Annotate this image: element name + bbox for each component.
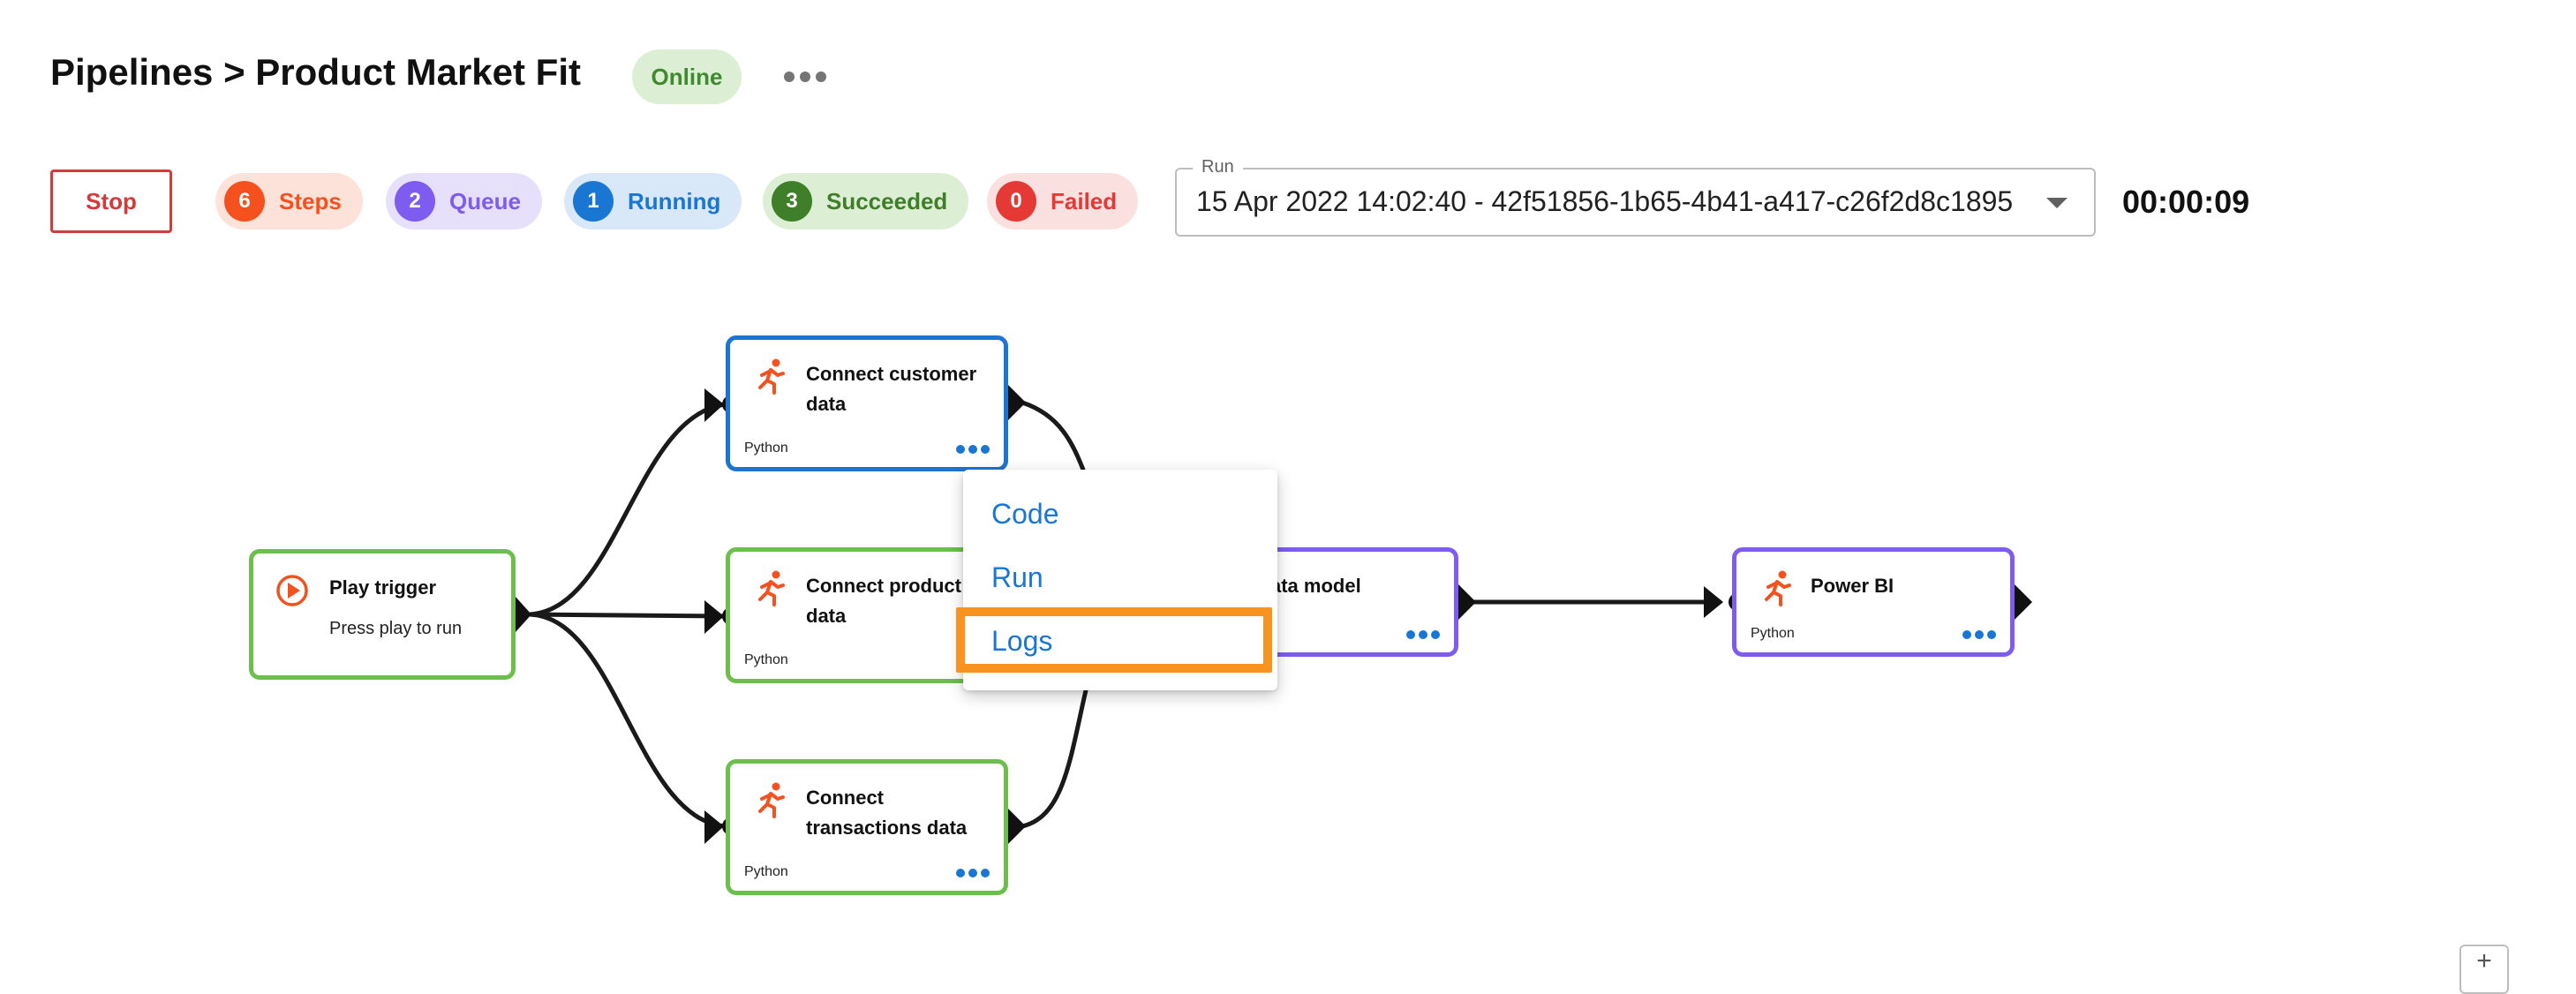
failed-chip: 0 Failed xyxy=(987,173,1139,230)
succeeded-chip: 3 Succeeded xyxy=(763,173,969,230)
failed-count: 0 xyxy=(996,181,1036,222)
play-icon[interactable] xyxy=(275,573,310,608)
runner-icon xyxy=(758,782,785,818)
node-play-trigger[interactable]: Play trigger Press play to run xyxy=(249,549,516,680)
node-title-line: data xyxy=(806,393,847,415)
highlight-box xyxy=(956,607,1272,673)
handle-trigger-out xyxy=(516,597,531,632)
handle-product-in xyxy=(704,600,724,634)
node-title-line: Connect customer xyxy=(806,363,977,385)
handle-powerbi-in xyxy=(1704,586,1723,618)
edge-transactions-to-model xyxy=(1020,688,1088,829)
node-power-bi[interactable]: Power BI Python xyxy=(1732,547,2015,657)
node-connect-customer[interactable]: Connect customer data Python xyxy=(726,335,1008,471)
zoom-in-button[interactable]: + xyxy=(2459,945,2509,994)
succeeded-label: Succeeded xyxy=(826,187,948,215)
node-title-line: Connect product xyxy=(806,575,961,597)
node-subtitle: Press play to run xyxy=(329,619,463,638)
more-options-icon[interactable] xyxy=(784,64,826,90)
queue-label: Queue xyxy=(449,187,521,215)
node-context-menu: Code Run Logs xyxy=(956,470,1277,690)
node-title: Connect transactions data xyxy=(806,783,967,843)
pipeline-connectors xyxy=(516,385,2032,844)
run-select-value: 15 Apr 2022 14:02:40 - 42f51856-1b65-4b4… xyxy=(1196,185,2014,217)
node-title: Power BI xyxy=(1811,575,1894,597)
dropdown-arrow-icon xyxy=(2046,198,2068,208)
runner-icon xyxy=(758,570,785,606)
queue-count: 2 xyxy=(395,181,435,222)
node-title: Connect product data xyxy=(806,571,961,631)
steps-count: 6 xyxy=(224,181,265,222)
node-menu-icon[interactable] xyxy=(1962,629,1996,640)
steps-label: Steps xyxy=(279,187,342,215)
node-language: Python xyxy=(1751,626,1795,641)
runner-icon xyxy=(758,358,785,395)
handle-transactions-out xyxy=(1008,809,1026,844)
page-title: Pipelines > Product Market Fit xyxy=(50,51,581,93)
running-label: Running xyxy=(628,187,721,215)
stop-button[interactable]: Stop xyxy=(50,169,172,233)
run-select-label: Run xyxy=(1193,157,1243,177)
node-menu-icon[interactable] xyxy=(956,868,990,878)
node-menu-icon[interactable] xyxy=(956,444,990,455)
node-title-line: data xyxy=(806,605,847,627)
node-title: ata model xyxy=(1270,575,1361,597)
node-title-line: transactions data xyxy=(806,817,968,839)
node-title: Connect customer data xyxy=(806,359,976,419)
menu-item-logs[interactable]: Logs xyxy=(991,625,1053,657)
run-timer: 00:00:09 xyxy=(2122,184,2250,220)
run-select[interactable]: Run 15 Apr 2022 14:02:40 - 42f51856-1b65… xyxy=(1175,157,2096,237)
node-title: Play trigger xyxy=(329,576,437,599)
edge-customer-to-model xyxy=(1020,400,1088,479)
handle-powerbi-out xyxy=(2015,584,2032,620)
node-connect-transactions[interactable]: Connect transactions data Python xyxy=(726,759,1008,895)
succeeded-count: 3 xyxy=(772,181,812,222)
status-badge: Online xyxy=(632,49,742,104)
node-menu-icon[interactable] xyxy=(1406,629,1440,640)
edge-trigger-to-customer xyxy=(527,402,728,617)
steps-chip: 6 Steps xyxy=(215,173,363,230)
handle-customer-in xyxy=(704,388,724,422)
handle-customer-out xyxy=(1008,385,1026,420)
edge-trigger-to-transactions xyxy=(527,612,728,829)
failed-label: Failed xyxy=(1051,187,1118,215)
edge-trigger-to-product xyxy=(527,612,728,619)
menu-item-code[interactable]: Code xyxy=(991,498,1059,530)
handle-model-out xyxy=(1458,584,1476,620)
running-count: 1 xyxy=(573,181,614,222)
queue-chip: 2 Queue xyxy=(386,173,542,230)
handle-transactions-in xyxy=(704,810,724,844)
runner-icon xyxy=(1765,570,1791,606)
node-title-line: Connect xyxy=(806,787,884,809)
node-language: Python xyxy=(744,441,788,456)
running-chip: 1 Running xyxy=(564,173,742,230)
node-language: Python xyxy=(744,652,788,667)
node-language: Python xyxy=(744,864,788,879)
menu-item-run[interactable]: Run xyxy=(991,561,1043,593)
